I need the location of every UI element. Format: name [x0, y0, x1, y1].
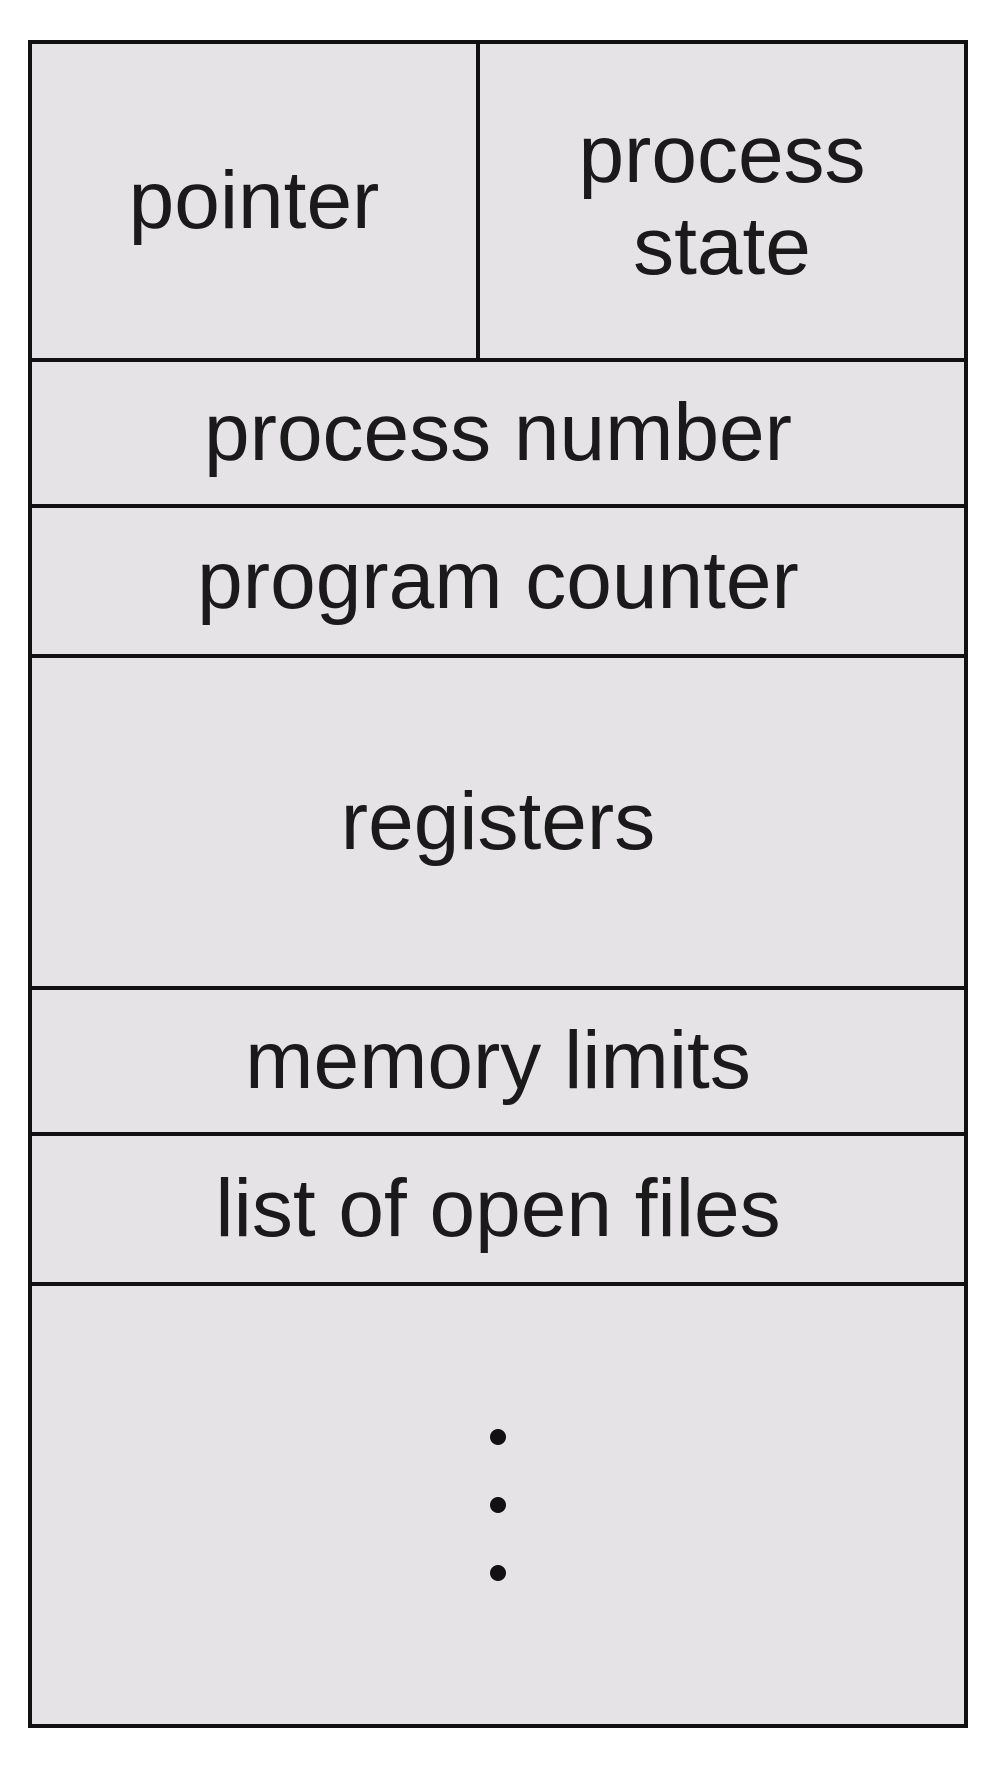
process-state-label-line1: process: [578, 109, 866, 201]
process-number-field: process number: [32, 362, 964, 508]
process-state-label-line2: state: [633, 201, 811, 292]
memory-limits-field: memory limits: [32, 990, 964, 1136]
process-number-label: process number: [204, 387, 792, 479]
continuation-field: [32, 1286, 964, 1724]
process-state-field: process state: [480, 44, 964, 358]
pcb-row-pointer-state: pointer process state: [32, 44, 964, 362]
dot: [490, 1429, 506, 1445]
pointer-label: pointer: [128, 155, 380, 247]
registers-label: registers: [340, 776, 656, 868]
program-counter-label: program counter: [197, 535, 799, 627]
registers-field: registers: [32, 658, 964, 990]
memory-limits-label: memory limits: [245, 1015, 751, 1107]
program-counter-field: program counter: [32, 508, 964, 658]
dot: [490, 1497, 506, 1513]
process-control-block: pointer process state process number pro…: [28, 40, 968, 1728]
open-files-label: list of open files: [215, 1163, 781, 1255]
pointer-field: pointer: [32, 44, 480, 358]
open-files-field: list of open files: [32, 1136, 964, 1286]
ellipsis-icon: [490, 1429, 506, 1581]
dot: [490, 1565, 506, 1581]
